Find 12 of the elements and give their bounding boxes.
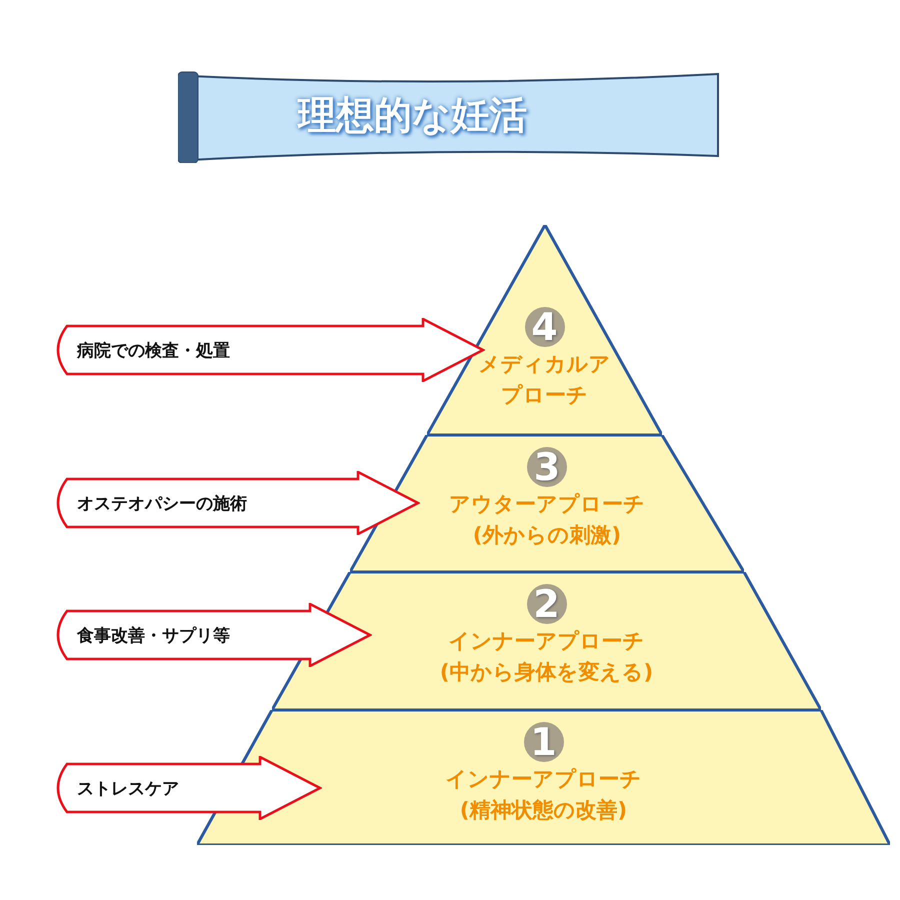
- title: 理想的な妊活: [298, 92, 527, 139]
- tier-label: メディカルアプローチ: [478, 351, 612, 409]
- arrow-label: 病院での検査・処置: [77, 340, 230, 362]
- arrow-label: ストレスケア: [77, 778, 179, 800]
- arrow-label: オステオパシーの施術: [77, 493, 247, 515]
- tier-label: インナーアプローチ: [448, 628, 644, 655]
- tier-label: (精神状態の改善): [460, 797, 628, 824]
- tier-label: インナーアプローチ: [446, 766, 642, 793]
- tier-label: (外からの刺激): [472, 522, 622, 549]
- arrow-label: 食事改善・サプリ等: [77, 625, 230, 647]
- tier-label: アウターアプローチ: [449, 491, 645, 518]
- tier-label: (中から身体を変える): [440, 659, 654, 686]
